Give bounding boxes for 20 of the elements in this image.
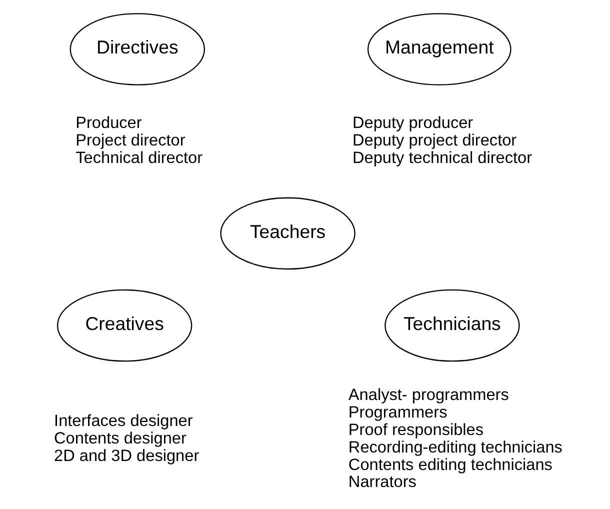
node-label: Project director: [76, 131, 186, 150]
node-label: Deputy technical director: [352, 148, 532, 167]
node-ellipse: Management: [367, 12, 512, 85]
node-label: Interfaces designer: [54, 412, 193, 430]
node-label: Programmers: [348, 402, 448, 421]
node-label: Recording-editing technicians: [348, 438, 562, 456]
node-label: Narrators: [348, 472, 416, 491]
node-label: Contents designer: [54, 429, 186, 448]
node-label: Proof responsibles: [348, 420, 484, 438]
node-ellipse: Technicians: [384, 288, 520, 362]
node-label: Deputy producer: [352, 114, 474, 132]
node-label: 2D and 3D designer: [54, 446, 200, 465]
node-ellipse: Teachers: [220, 196, 356, 270]
node-label: Deputy project director: [352, 131, 517, 150]
node-label: Technical director: [76, 148, 203, 167]
node-ellipse: Creatives: [56, 288, 192, 362]
node-ellipse: Directives: [70, 12, 206, 85]
node-label: Contents editing technicians: [348, 455, 552, 474]
node-label: Producer: [76, 114, 142, 132]
node-label: Analyst- programmers: [348, 385, 509, 404]
